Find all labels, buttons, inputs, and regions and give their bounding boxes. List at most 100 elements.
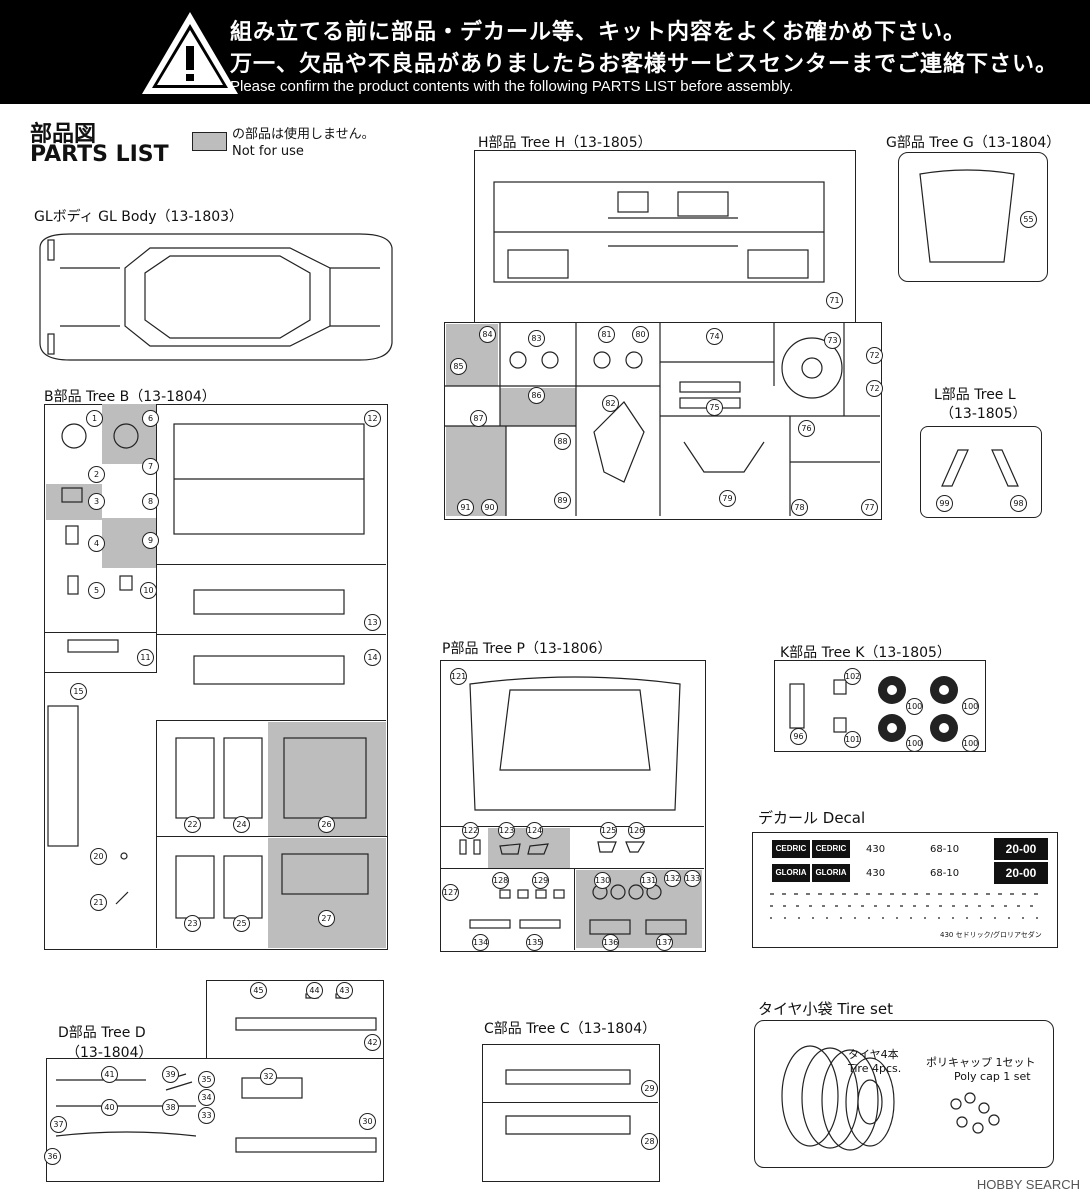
tire-en: Tire 4pcs. xyxy=(848,1062,902,1075)
decal-title: デカール Decal xyxy=(758,809,866,827)
part-number: 130 xyxy=(594,872,611,889)
decal-gloria-1: GLORIA xyxy=(772,864,810,882)
part-number: 44 xyxy=(306,982,323,999)
part-number: 126 xyxy=(628,822,645,839)
poly-cap-drawing xyxy=(950,1092,1000,1134)
tree-b-part-12-area xyxy=(156,404,386,565)
tree-l-label-1: L部品 Tree L xyxy=(934,387,1016,403)
part-number: 83 xyxy=(528,330,545,347)
decal-plate-6810-b: 68-10 xyxy=(930,868,960,879)
part-number: 134 xyxy=(472,934,489,951)
part-number: 8 xyxy=(142,493,159,510)
part-number: 123 xyxy=(498,822,515,839)
tree-c-drawing xyxy=(505,1069,631,1135)
tire-drawing xyxy=(781,1045,895,1151)
part-number: 1 xyxy=(86,410,103,427)
part-number: 35 xyxy=(198,1071,215,1088)
part-number: 100 xyxy=(962,735,979,752)
decal-small-marks xyxy=(770,893,1040,919)
part-number: 2 xyxy=(88,466,105,483)
part-number: 32 xyxy=(260,1068,277,1085)
part-number: 41 xyxy=(101,1066,118,1083)
tree-c-divider xyxy=(482,1102,658,1104)
part-number: 132 xyxy=(664,870,681,887)
decal-plate-2000-a: 20-00 xyxy=(994,838,1048,860)
part-number: 129 xyxy=(532,872,549,889)
decal-cedric-1: CEDRIC xyxy=(772,840,810,858)
watermark: HOBBY SEARCH xyxy=(976,1177,1080,1192)
part-number: 24 xyxy=(233,816,250,833)
gl-body-drawing xyxy=(39,233,393,361)
part-number: 77 xyxy=(861,499,878,516)
part-number: 89 xyxy=(554,492,571,509)
poly-cap-jp: ポリキャップ 1セット xyxy=(926,1056,1036,1069)
parts-list-title-en: PARTS LIST xyxy=(30,142,169,167)
part-number: 125 xyxy=(600,822,617,839)
header-line-2: 万一、欠品や不良品がありましたらお客様サービスセンターまでご連絡下さい。 xyxy=(230,52,1059,77)
part-number: 91 xyxy=(457,499,474,516)
warning-icon xyxy=(142,12,238,94)
tree-b-drawings xyxy=(47,423,369,919)
part-number: 36 xyxy=(44,1148,61,1165)
legend-en: Not for use xyxy=(232,144,304,159)
part-number: 101 xyxy=(844,731,861,748)
tree-p-divider-1 xyxy=(440,826,704,828)
part-number: 100 xyxy=(906,735,923,752)
part-number: 131 xyxy=(640,872,657,889)
part-number: 87 xyxy=(470,410,487,427)
part-number: 136 xyxy=(602,934,619,951)
tree-g-hood-drawing xyxy=(919,169,1015,263)
part-number: 137 xyxy=(656,934,673,951)
tree-p-divider-2 xyxy=(440,868,704,870)
tree-b-seats-area xyxy=(156,720,387,837)
part-number: 26 xyxy=(318,816,335,833)
part-number: 74 xyxy=(706,328,723,345)
part-number: 88 xyxy=(554,433,571,450)
part-number: 98 xyxy=(1010,495,1027,512)
decal-footer: 430 セドリック/グロリアセダン xyxy=(940,931,1042,939)
legend-jp: の部品は使用しません。 xyxy=(232,127,375,142)
part-number: 6 xyxy=(142,410,159,427)
part-number: 84 xyxy=(479,326,496,343)
part-number: 22 xyxy=(184,816,201,833)
part-number: 27 xyxy=(318,910,335,927)
part-number: 135 xyxy=(526,934,543,951)
tree-b-part-13-area xyxy=(156,564,386,635)
tree-p-roof-drawing xyxy=(469,676,681,811)
parts-list-title-jp: 部品図 xyxy=(30,122,97,147)
part-number: 20 xyxy=(90,848,107,865)
tree-b-part-14-area xyxy=(156,634,386,721)
tire-jp: タイヤ4本 xyxy=(848,1048,899,1061)
part-number: 102 xyxy=(844,668,861,685)
poly-cap-en: Poly cap 1 set xyxy=(954,1070,1031,1083)
part-number: 55 xyxy=(1020,211,1037,228)
tree-b-part-11-area xyxy=(44,632,157,673)
tire-set-bag xyxy=(754,1020,1054,1168)
tree-p-divider-3 xyxy=(574,868,576,950)
part-number: 43 xyxy=(336,982,353,999)
part-number: 25 xyxy=(233,915,250,932)
tree-b-small-parts xyxy=(44,404,157,633)
tree-c-label: C部品 Tree C（13-1804） xyxy=(484,1021,657,1037)
part-number: 71 xyxy=(826,292,843,309)
part-number: 85 xyxy=(450,358,467,375)
part-number: 75 xyxy=(706,399,723,416)
part-number: 72 xyxy=(866,347,883,364)
part-number: 100 xyxy=(906,698,923,715)
decal-cedric-2: CEDRIC xyxy=(812,840,850,858)
tree-k-drawing xyxy=(789,676,958,742)
tree-l-label-2: （13-1805） xyxy=(940,406,1027,422)
part-number: 73 xyxy=(824,332,841,349)
part-number: 124 xyxy=(526,822,543,839)
part-number: 21 xyxy=(90,894,107,911)
tire-set-title: タイヤ小袋 Tire set xyxy=(758,1000,893,1018)
part-number: 23 xyxy=(184,915,201,932)
tree-d-label-2: （13-1804） xyxy=(66,1045,153,1061)
tree-g-label: G部品 Tree G（13-1804） xyxy=(886,135,1061,151)
tree-d-label-1: D部品 Tree D xyxy=(58,1025,146,1041)
tree-b-divider xyxy=(156,836,158,948)
part-number: 81 xyxy=(598,326,615,343)
part-number: 82 xyxy=(602,395,619,412)
gl-body-label: GLボディ GL Body（13-1803） xyxy=(34,209,244,225)
part-number: 15 xyxy=(70,683,87,700)
